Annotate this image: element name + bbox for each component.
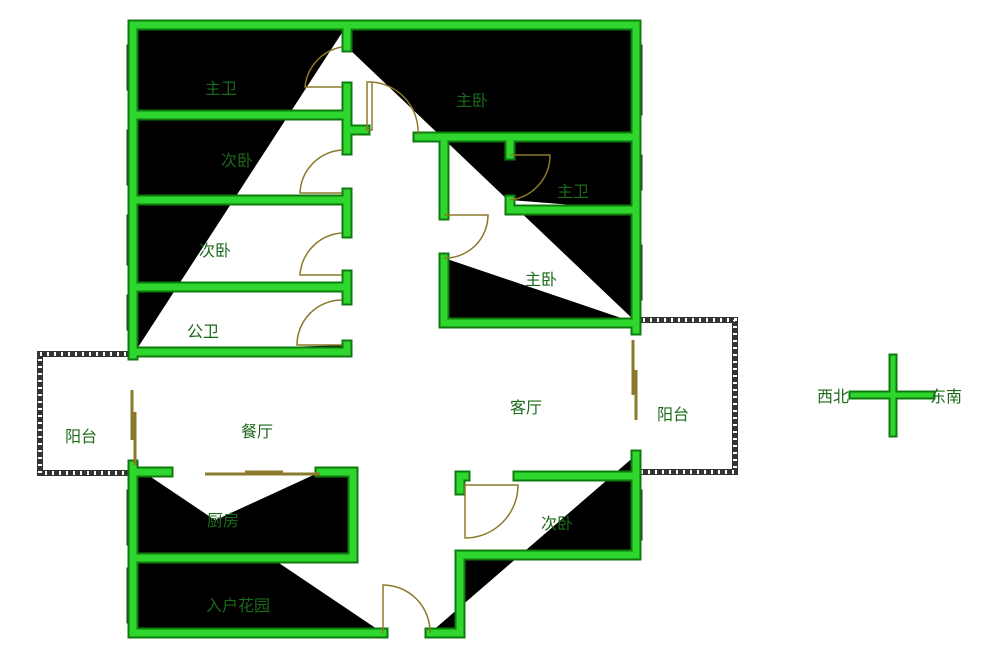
room-label-master-bedroom: 主卧 [456, 91, 488, 110]
compass-icon [853, 358, 931, 433]
room-label-dining: 餐厅 [241, 422, 273, 441]
room-label-master-bath: 主卫 [557, 182, 589, 201]
balcony-right-outline [636, 317, 738, 475]
room-label-master-bedroom: 主卧 [525, 270, 557, 289]
balcony-left-outline [37, 351, 133, 476]
room-label-living: 客厅 [510, 398, 542, 417]
room-label-kitchen: 厨房 [207, 511, 239, 530]
room-label-balcony: 阳台 [657, 405, 689, 424]
compass-label-southeast: 东南 [930, 387, 962, 406]
room-label-second-bedroom: 次卧 [199, 241, 231, 260]
doors [130, 46, 638, 634]
room-label-entry-garden: 入户花园 [206, 596, 270, 615]
compass-label-northwest: 西北 [817, 387, 849, 406]
room-label-public-bath: 公卫 [187, 322, 219, 341]
room-label-master-bath: 主卫 [205, 79, 237, 98]
room-label-second-bedroom: 次卧 [541, 514, 573, 533]
room-label-balcony: 阳台 [65, 427, 97, 446]
room-label-second-bedroom: 次卧 [221, 151, 253, 170]
walls [133, 25, 636, 633]
